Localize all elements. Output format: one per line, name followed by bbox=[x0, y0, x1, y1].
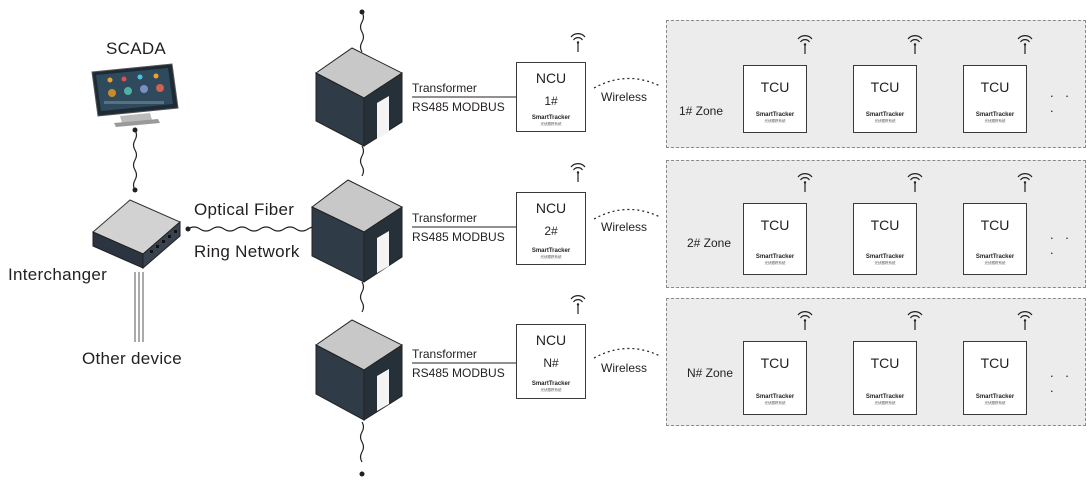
zone-label: 2# Zone bbox=[687, 236, 732, 250]
other-device-label: Other device bbox=[82, 349, 182, 368]
ncu-id: N# bbox=[543, 356, 559, 370]
optical-fiber-line bbox=[187, 226, 321, 232]
trunk-bottom-dot bbox=[359, 471, 365, 477]
zone-label: 1# Zone bbox=[679, 104, 724, 118]
zone-panel: 2# Zone TCU SmartTracker 光伏跟踪系统 TCU Smar… bbox=[666, 160, 1086, 288]
ncu-title: NCU bbox=[535, 70, 567, 86]
transformer-label: Transformer bbox=[412, 81, 477, 95]
ring-network-label: Ring Network bbox=[194, 242, 300, 261]
tcu-box: TCU SmartTracker 光伏跟踪系统 bbox=[743, 341, 807, 415]
trunk-line bbox=[359, 11, 365, 463]
transformer-ncu-links bbox=[412, 96, 516, 364]
optical-fiber-label: Optical Fiber bbox=[194, 200, 295, 219]
protocol-label: RS485 MODBUS bbox=[412, 100, 505, 114]
wireless-label: Wireless bbox=[601, 361, 648, 375]
wireless-arcs bbox=[593, 77, 661, 359]
tcu-box: TCU SmartTracker 光伏跟踪系统 bbox=[963, 203, 1027, 275]
ncu-box: NCU N# SmartTracker 光伏跟踪系统 bbox=[516, 324, 586, 399]
brand-logo: SmartTracker bbox=[531, 381, 571, 387]
more-indicator: . . . bbox=[1050, 85, 1073, 115]
brand-logo: SmartTracker bbox=[531, 248, 571, 254]
tcu-box: TCU SmartTracker 光伏跟踪系统 bbox=[743, 65, 807, 133]
tcu-box: TCU SmartTracker 光伏跟踪系统 bbox=[963, 65, 1027, 133]
more-indicator: . . . bbox=[1050, 227, 1073, 257]
tcu-box: TCU SmartTracker 光伏跟踪系统 bbox=[853, 203, 917, 275]
tcu-box: TCU SmartTracker 光伏跟踪系统 bbox=[743, 203, 807, 275]
tcu-box: TCU SmartTracker 光伏跟踪系统 bbox=[853, 65, 917, 133]
zone-panel: 1# Zone TCU SmartTracker 光伏跟踪系统 TCU Smar… bbox=[666, 20, 1086, 148]
zone-panel: N# Zone TCU SmartTracker 光伏跟踪系统 TCU Smar… bbox=[666, 298, 1086, 426]
transformer-cube-icon bbox=[315, 319, 403, 421]
ncu-id: 1# bbox=[544, 94, 558, 108]
interchanger-label: Interchanger bbox=[8, 265, 108, 284]
brand-logo: SmartTracker bbox=[531, 115, 571, 121]
protocol-label: RS485 MODBUS bbox=[412, 366, 505, 380]
transformer-label: Transformer bbox=[412, 347, 477, 361]
network-switch-icon bbox=[92, 199, 181, 270]
ncu-box: NCU 1# SmartTracker 光伏跟踪系统 bbox=[516, 62, 586, 132]
scada-label: SCADA bbox=[106, 39, 167, 58]
ncu-title: NCU bbox=[535, 200, 567, 216]
other-device-lines bbox=[134, 272, 144, 342]
brand-sub: 光伏跟踪系统 bbox=[540, 388, 562, 392]
wireless-label: Wireless bbox=[601, 90, 648, 104]
transformer-cube-icon bbox=[315, 47, 403, 147]
protocol-label: RS485 MODBUS bbox=[412, 230, 505, 244]
brand-sub: 光伏跟踪系统 bbox=[540, 255, 562, 259]
trunk-top-dot bbox=[359, 9, 365, 15]
ncu-title: NCU bbox=[535, 332, 567, 348]
wireless-label: Wireless bbox=[601, 220, 648, 234]
tcu-box: TCU SmartTracker 光伏跟踪系统 bbox=[963, 341, 1027, 415]
more-indicator: . . . bbox=[1050, 365, 1073, 395]
brand-sub: 光伏跟踪系统 bbox=[540, 122, 562, 126]
zone-label: N# Zone bbox=[687, 366, 734, 380]
scada-cable bbox=[132, 129, 138, 191]
tablet-monitor-icon bbox=[91, 63, 179, 127]
tcu-box: TCU SmartTracker 光伏跟踪系统 bbox=[853, 341, 917, 415]
transformer-label: Transformer bbox=[412, 211, 477, 225]
ncu-box: NCU 2# SmartTracker 光伏跟踪系统 bbox=[516, 192, 586, 265]
ncu-id: 2# bbox=[544, 224, 558, 238]
transformer-cube-icon bbox=[311, 179, 403, 283]
